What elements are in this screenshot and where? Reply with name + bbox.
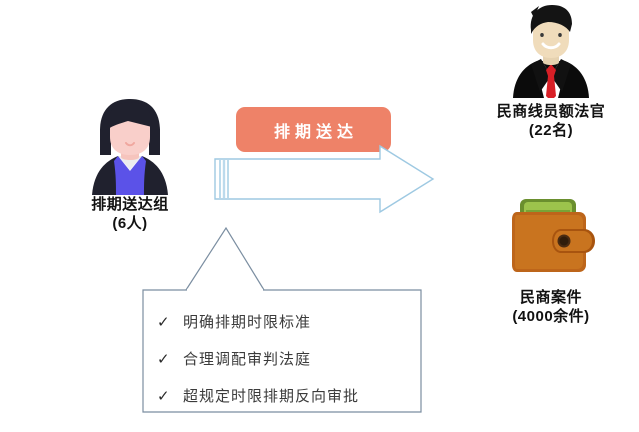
target-node-cases: 民商案件 (4000余件)	[463, 190, 639, 326]
businessman-judge-icon	[513, 5, 589, 98]
cases-subtitle: (4000余件)	[512, 308, 590, 325]
list-item: ✓ 超规定时限排期反向审批	[157, 377, 419, 414]
source-title: 排期送达组	[91, 196, 169, 213]
list-item-label: 合理调配审判法庭	[183, 352, 312, 368]
judge-subtitle: (22名)	[528, 122, 574, 139]
list-item: ✓ 合理调配审判法庭	[157, 340, 419, 377]
check-icon: ✓	[157, 312, 171, 331]
target-node-judge: 民商线员额法官 (22名)	[463, 2, 639, 140]
judge-caption: 民商线员额法官 (22名)	[463, 102, 639, 140]
source-subtitle: (6人)	[112, 215, 148, 232]
judge-title: 民商线员额法官	[496, 103, 606, 120]
source-caption: 排期送达组 (6人)	[40, 195, 220, 233]
source-node-group: 排期送达组 (6人)	[40, 95, 220, 233]
check-icon: ✓	[157, 386, 171, 405]
flow-banner-label: 排期送达	[273, 121, 358, 141]
list-item-label: 明确排期时限标准	[183, 315, 312, 331]
cases-title: 民商案件	[519, 289, 582, 306]
cases-caption: 民商案件 (4000余件)	[463, 288, 639, 326]
list-item-label: 超规定时限排期反向审批	[183, 389, 360, 405]
flow-arrow-icon	[214, 144, 435, 214]
wallet-icon	[512, 199, 595, 272]
check-icon: ✓	[157, 349, 171, 368]
flow-banner: 排期送达	[236, 107, 391, 152]
checklist-callout-outline	[142, 226, 422, 413]
checklist-items: ✓ 明确排期时限标准 ✓ 合理调配审判法庭 ✓ 超规定时限排期反向审批	[143, 290, 419, 412]
woman-avatar-icon	[92, 99, 168, 195]
list-item: ✓ 明确排期时限标准	[157, 303, 419, 340]
